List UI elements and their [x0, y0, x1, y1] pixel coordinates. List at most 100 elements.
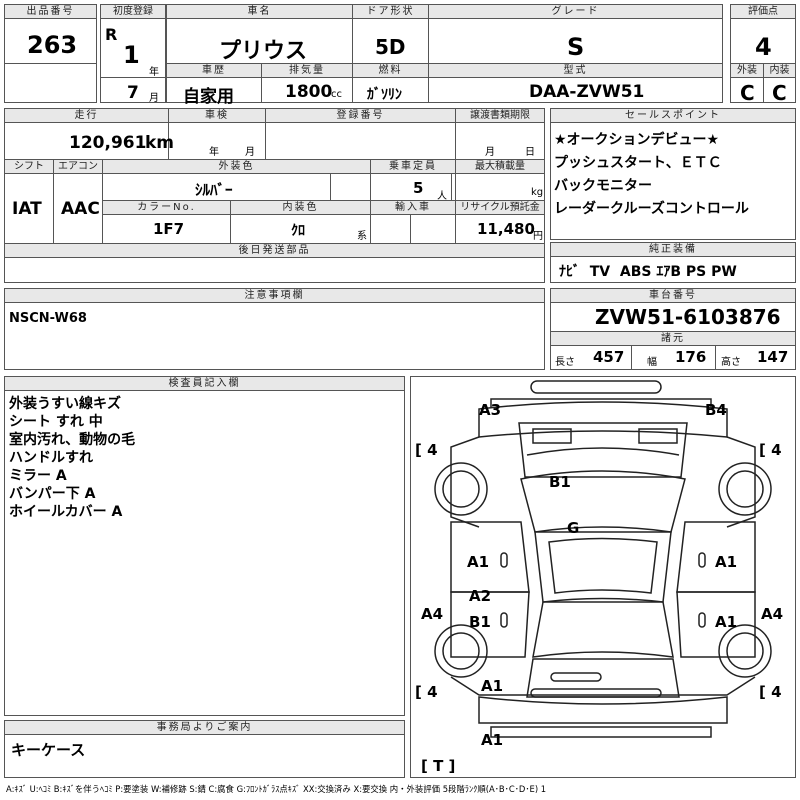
lot-number: 263 — [27, 31, 78, 59]
air-conditioner: AAC — [61, 199, 100, 219]
import-label: 輸入車 — [371, 201, 455, 214]
sales-point: レーダークルーズコントロール — [554, 201, 749, 217]
capacity-unit: 人 — [437, 191, 447, 202]
inspection-label: 車検 — [169, 109, 265, 122]
fuel-label: 燃料 — [353, 64, 428, 77]
color-number: 1F7 — [153, 220, 185, 238]
equipment-box: 純正装備 ﾅﾋﾞ TV ABS ｴｱB PS PW — [550, 242, 796, 283]
office-box: 事務局よりご案内 キーケース — [4, 720, 405, 778]
sales-points-list: ★オークションデビュー★ プッシュスタート、ＥＴＣ バックモニター レーダークル… — [554, 129, 749, 221]
car-name: プリウス — [219, 39, 308, 64]
damage-mark-a1-right-door: A1 — [715, 553, 738, 571]
displacement: 1800 — [285, 82, 333, 102]
transfer-label: 譲渡書類期限 — [456, 109, 544, 122]
displacement-label: 排気量 — [262, 64, 352, 77]
door-label: ドア形状 — [353, 5, 428, 18]
damage-mark-a1-left-door: A1 — [467, 553, 490, 571]
damage-mark-b4: B4 — [705, 401, 727, 419]
damage-mark-b1-rear: B1 — [469, 613, 491, 631]
reg-year: 1 — [123, 41, 140, 69]
interior-color-suffix: 系 — [357, 231, 367, 242]
reg-year-unit: 年 — [149, 67, 159, 78]
tire-front-left: [ 4 — [415, 441, 438, 459]
tire-rear-left: [ 4 — [415, 683, 438, 701]
height: 147 — [757, 348, 789, 366]
recycle-fee: 11,480 — [477, 220, 535, 238]
inspector-box: 検査員記入欄 外装うすい線キズ シート すれ 中 室内汚れ、動物の毛 ハンドルす… — [4, 376, 405, 716]
inspector-note: 室内汚れ、動物の毛 — [9, 432, 136, 448]
sales-point: ★オークションデビュー★ — [554, 132, 720, 148]
model: DAA-ZVW51 — [529, 82, 645, 102]
reg-no-label: 登録番号 — [266, 109, 455, 122]
interior-label: 内装 — [764, 64, 795, 77]
inspector-note: ミラー A — [9, 468, 67, 484]
inspection-year-unit: 年 — [209, 147, 219, 158]
sales-point: プッシュスタート、ＥＴＣ — [554, 155, 722, 171]
notes-box: 注意事項欄 NSCN-W68 — [4, 288, 545, 370]
chassis-box: 車台番号 ZVW51-6103876 諸元 長さ 457 幅 176 高さ 14… — [550, 288, 796, 370]
chassis-label: 車台番号 — [551, 289, 795, 302]
car-diagram — [434, 380, 772, 738]
int-color-label: 内装色 — [231, 201, 370, 214]
history: 自家用 — [183, 87, 234, 107]
width: 176 — [675, 348, 707, 366]
sales-points-box: セールスポイント ★オークションデビュー★ プッシュスタート、ＥＴＣ バックモニ… — [550, 108, 796, 240]
inspector-note: バンパー下 A — [9, 486, 96, 502]
damage-mark-a2: A2 — [469, 587, 492, 605]
transfer-month-unit: 月 — [485, 147, 495, 158]
notes-text: NSCN-W68 — [9, 311, 87, 326]
inspector-notes: 外装うすい線キズ シート すれ 中 室内汚れ、動物の毛 ハンドルすれ ミラー A… — [9, 395, 135, 521]
score-box: 評価点 4 外装 内装 C C — [730, 4, 796, 105]
interior-grade: C — [772, 81, 787, 105]
damage-mark-a4-left: A4 — [421, 605, 444, 623]
model-label: 型式 — [429, 64, 722, 77]
damage-mark-a4-right: A4 — [761, 605, 784, 623]
score-label: 評価点 — [731, 5, 795, 18]
length: 457 — [593, 348, 625, 366]
exterior-grade: C — [740, 81, 755, 105]
score: 4 — [755, 33, 772, 61]
shift-label: シフト — [5, 160, 53, 173]
later-parts-label: 後日発送部品 — [5, 244, 544, 257]
damage-mark-b1-roof: B1 — [549, 473, 571, 491]
damage-mark-a3: A3 — [479, 401, 502, 419]
width-label: 幅 — [647, 357, 657, 368]
transfer-day-unit: 日 — [525, 147, 535, 158]
capacity-label: 乗車定員 — [371, 160, 455, 173]
inspector-note: ハンドルすれ — [9, 450, 93, 466]
legend: A:ｷｽﾞ U:ﾍｺﾐ B:ｷｽﾞを伴うﾍｺﾐ P:要塗装 W:補修跡 S:錆 … — [6, 784, 547, 794]
color-label: 外装色 — [103, 160, 370, 173]
reg-month-unit: 月 — [149, 93, 159, 104]
inspector-note: 外装うすい線キズ — [9, 396, 121, 412]
car-name-label: 車名 — [167, 5, 352, 18]
inspector-note: ホイールカバー A — [9, 504, 123, 520]
door-type: 5D — [375, 35, 406, 59]
length-label: 長さ — [555, 357, 575, 368]
damage-mark-a1-bottom: A1 — [481, 677, 504, 695]
interior-color: ｸﾛ — [291, 223, 305, 239]
recycle-label: リサイクル預託金 — [456, 201, 544, 214]
mileage-unit: km — [145, 133, 175, 153]
tire-front-right: [ 4 — [759, 441, 782, 459]
tire-rear-right: [ 4 — [759, 683, 782, 701]
ac-label: エアコン — [54, 160, 102, 173]
history-label: 車歴 — [167, 64, 261, 77]
dimensions-label: 諸元 — [551, 332, 795, 345]
shift: IAT — [12, 199, 42, 219]
damage-mark-g: G — [567, 519, 580, 537]
lot-number-box: 出品番号 263 — [4, 4, 97, 103]
vehicle-details-box: 走行 車検 登録番号 譲渡書類期限 120,961 km 年 月 月 日 シフト… — [4, 108, 545, 283]
recycle-unit: 円 — [533, 231, 543, 242]
exterior-label: 外装 — [731, 64, 763, 77]
damage-mark-a1-rear-bumper: A1 — [481, 731, 504, 749]
first-registration-box: 初度登録 R 1 年 7 月 — [100, 4, 166, 104]
grade-label: グレード — [429, 5, 722, 18]
lot-number-label: 出品番号 — [5, 5, 96, 18]
height-label: 高さ — [721, 357, 741, 368]
reg-month: 7 — [127, 83, 139, 103]
max-load-label: 最大積載量 — [456, 160, 544, 173]
chassis-number: ZVW51-6103876 — [595, 305, 781, 329]
mileage-label: 走行 — [5, 109, 168, 122]
sales-points-label: セールスポイント — [551, 109, 795, 122]
notes-label: 注意事項欄 — [5, 289, 544, 302]
